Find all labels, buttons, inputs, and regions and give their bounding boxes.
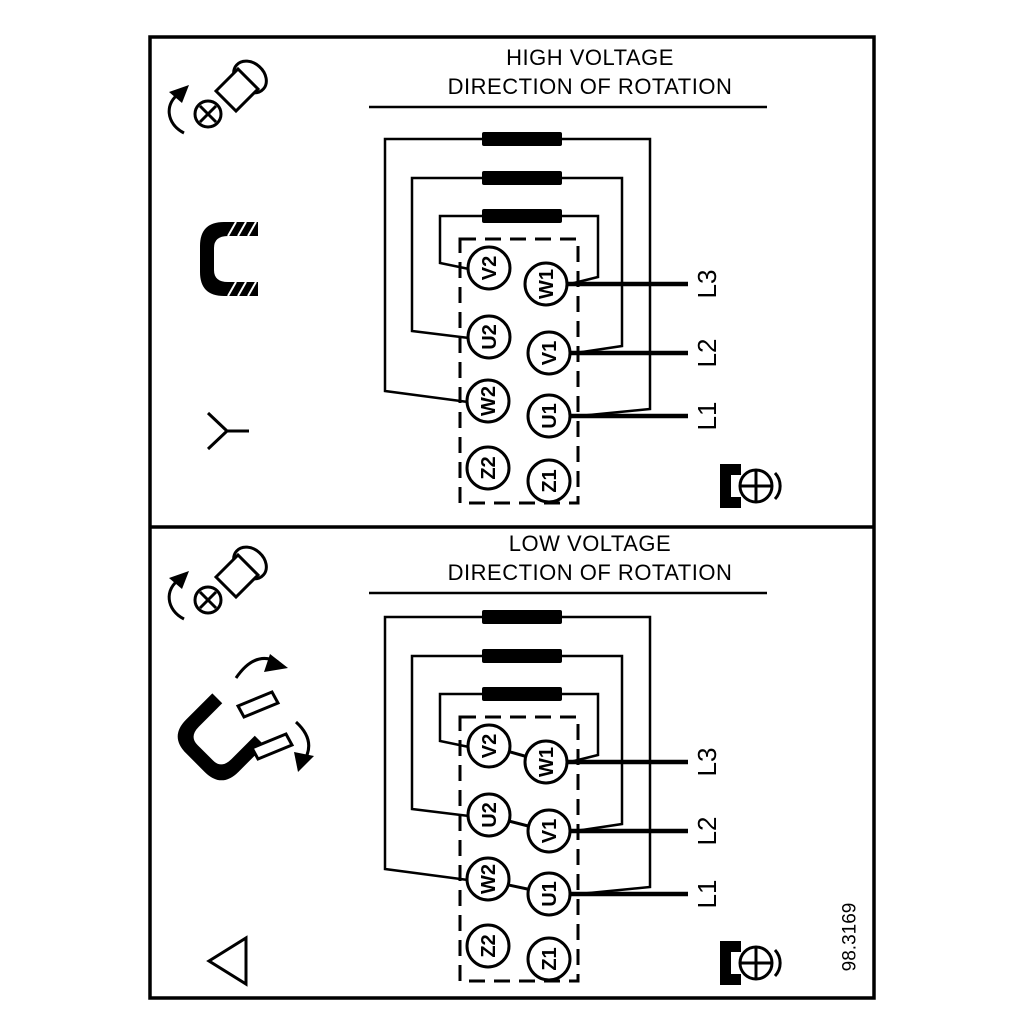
link-bar xyxy=(482,171,562,185)
terminal-label-w1: W1 xyxy=(536,269,558,299)
jumper-link-icon xyxy=(200,221,258,297)
link-bars xyxy=(482,132,562,223)
terminal-label-v1: V1 xyxy=(539,819,561,843)
link-bar xyxy=(482,209,562,223)
terminal-u2: U2 xyxy=(466,792,512,838)
supply-line-label-l1: L1 xyxy=(692,402,722,431)
terminal-label-z2: Z2 xyxy=(478,934,500,957)
panel-subtitle: DIRECTION OF ROTATION xyxy=(448,560,733,585)
terminal-label-z1: Z1 xyxy=(539,947,561,970)
screw-rotation-icon xyxy=(167,53,275,135)
terminal-w2: W2 xyxy=(465,378,511,424)
supply-leads xyxy=(565,281,688,419)
supply-line-label-l1: L1 xyxy=(692,880,722,909)
terminal-label-v1: V1 xyxy=(539,341,561,365)
terminal-label-u1: U1 xyxy=(539,403,561,429)
terminal-v2: V2 xyxy=(466,723,512,769)
wire xyxy=(562,214,600,287)
terminal-screw-icon xyxy=(718,939,782,987)
link-bars xyxy=(482,610,562,701)
supply-leads xyxy=(565,759,688,897)
terminal-block xyxy=(458,237,580,505)
terminal-label-u2: U2 xyxy=(479,324,501,350)
link-bar xyxy=(482,687,562,701)
terminal-z2: Z2 xyxy=(465,445,511,491)
wire xyxy=(383,615,482,882)
wire xyxy=(438,214,482,271)
wiring xyxy=(383,137,652,419)
delta-connection-symbol xyxy=(206,935,248,987)
terminal-z2: Z2 xyxy=(465,923,511,969)
terminal-u1: U1 xyxy=(526,393,572,439)
terminal-label-v2: V2 xyxy=(479,734,501,758)
terminal-z1: Z1 xyxy=(526,936,572,982)
terminal-label-w2: W2 xyxy=(478,864,500,894)
link-bar xyxy=(482,610,562,624)
wire xyxy=(383,137,482,404)
jumper-links-removal-icon xyxy=(177,654,314,781)
terminal-w2: W2 xyxy=(465,856,511,902)
terminal-u2: U2 xyxy=(466,314,512,360)
panel-subtitle: DIRECTION OF ROTATION xyxy=(448,74,733,99)
terminal-block xyxy=(458,715,580,983)
supply-line-label-l3: L3 xyxy=(692,748,722,777)
panel-title: LOW VOLTAGE xyxy=(509,531,671,556)
wire xyxy=(562,176,624,356)
wire xyxy=(562,615,652,897)
low-voltage-panel: LOW VOLTAGE DIRECTION OF ROTATION L3 L xyxy=(167,531,782,987)
terminal-label-z2: Z2 xyxy=(478,456,500,479)
supply-line-label-l3: L3 xyxy=(692,270,722,299)
terminal-v1: V1 xyxy=(526,330,572,376)
terminal-label-v2: V2 xyxy=(479,256,501,280)
terminal-w1: W1 xyxy=(523,261,569,307)
supply-line-label-l2: L2 xyxy=(692,339,722,368)
terminal-label-w2: W2 xyxy=(478,386,500,416)
link-bar xyxy=(482,132,562,146)
star-connection-symbol xyxy=(206,411,249,451)
wire xyxy=(562,692,600,765)
supply-line-label-l2: L2 xyxy=(692,817,722,846)
terminal-label-z1: Z1 xyxy=(539,469,561,492)
terminal-screw-icon xyxy=(718,462,782,510)
wiring xyxy=(383,615,652,897)
wire xyxy=(410,654,482,818)
terminal-z1: Z1 xyxy=(526,458,572,504)
outer-border xyxy=(148,35,876,1000)
terminal-v2: V2 xyxy=(466,245,512,291)
wire xyxy=(562,654,624,834)
terminal-w1: W1 xyxy=(523,739,569,785)
terminal-label-w1: W1 xyxy=(536,747,558,777)
drawing-number: 98.3169 xyxy=(840,903,861,972)
wire xyxy=(438,692,482,749)
high-voltage-panel: HIGH VOLTAGE DIRECTION OF ROTATION L3 L2… xyxy=(167,45,782,510)
panel-title: HIGH VOLTAGE xyxy=(506,45,674,70)
link-bar xyxy=(482,649,562,663)
wire xyxy=(410,176,482,340)
terminal-label-u1: U1 xyxy=(539,881,561,907)
terminal-u1: U1 xyxy=(526,871,572,917)
terminal-v1: V1 xyxy=(526,808,572,854)
wire xyxy=(562,137,652,419)
screw-rotation-icon xyxy=(167,539,275,621)
terminal-label-u2: U2 xyxy=(479,802,501,828)
